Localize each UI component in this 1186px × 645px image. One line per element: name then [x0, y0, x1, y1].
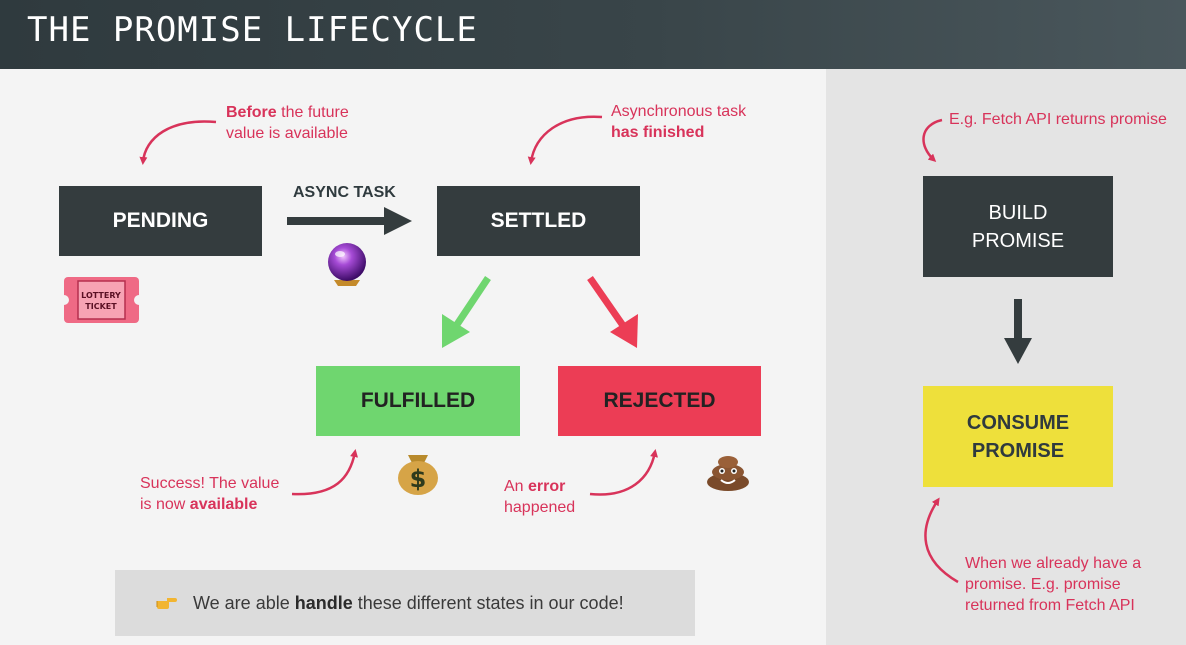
svg-text:LOTTERY: LOTTERY — [81, 291, 121, 300]
finished-note-arrow — [527, 115, 603, 165]
page-title: THE PROMISE LIFECYCLE — [27, 10, 478, 50]
lottery-ticket-icon: LOTTERY TICKET — [59, 277, 144, 323]
before-note-arrow — [139, 120, 217, 165]
already-note-arrow — [924, 497, 959, 584]
error-note-arrow — [589, 449, 658, 496]
already-have-note: When we already have a promise. E.g. pro… — [965, 555, 1142, 614]
fetch-note: E.g. Fetch API returns promise — [949, 111, 1167, 128]
finished-note: Asynchronous task has finished — [611, 103, 747, 141]
fetch-note-arrow — [922, 118, 943, 163]
money-bag-icon: $ — [398, 455, 438, 495]
main-diagram-area — [0, 69, 826, 645]
pending-state-box: PENDING — [59, 186, 262, 256]
footer-text: We are able handle these different state… — [193, 592, 624, 613]
fulfilled-state-box: FULFILLED — [316, 366, 520, 436]
svg-text:$: $ — [410, 465, 427, 493]
side-panel — [826, 69, 1186, 645]
settled-state-box: SETTLED — [437, 186, 640, 256]
fulfilled-arrow — [442, 276, 491, 348]
settled-label: SETTLED — [490, 209, 587, 232]
before-note: Before the future value is available — [226, 104, 349, 142]
async-task-label: ASYNC TASK — [293, 184, 396, 201]
header-bar: THE PROMISE LIFECYCLE — [0, 0, 1186, 69]
footer-note-box: We are able handle these different state… — [115, 570, 695, 636]
pending-label: PENDING — [112, 209, 209, 232]
poop-icon — [707, 456, 749, 491]
build-promise-label: BUILD PROMISE — [971, 201, 1065, 252]
pointing-hand-icon — [156, 598, 177, 609]
async-arrow — [287, 207, 412, 235]
success-note: Success! The value is now available — [140, 475, 280, 513]
rejected-state-box: REJECTED — [558, 366, 761, 436]
consume-promise-label: CONSUME PROMISE — [966, 411, 1070, 462]
crystal-ball-icon — [328, 243, 366, 286]
build-to-consume-arrow — [1004, 299, 1032, 364]
consume-promise-box: CONSUME PROMISE — [923, 386, 1113, 487]
success-note-arrow — [291, 449, 358, 496]
rejected-arrow — [587, 276, 638, 348]
build-promise-box: BUILD PROMISE — [923, 176, 1113, 277]
svg-text:TICKET: TICKET — [85, 302, 117, 311]
fulfilled-label: FULFILLED — [360, 389, 476, 412]
error-note: An error happened — [504, 478, 576, 516]
rejected-label: REJECTED — [603, 389, 716, 412]
